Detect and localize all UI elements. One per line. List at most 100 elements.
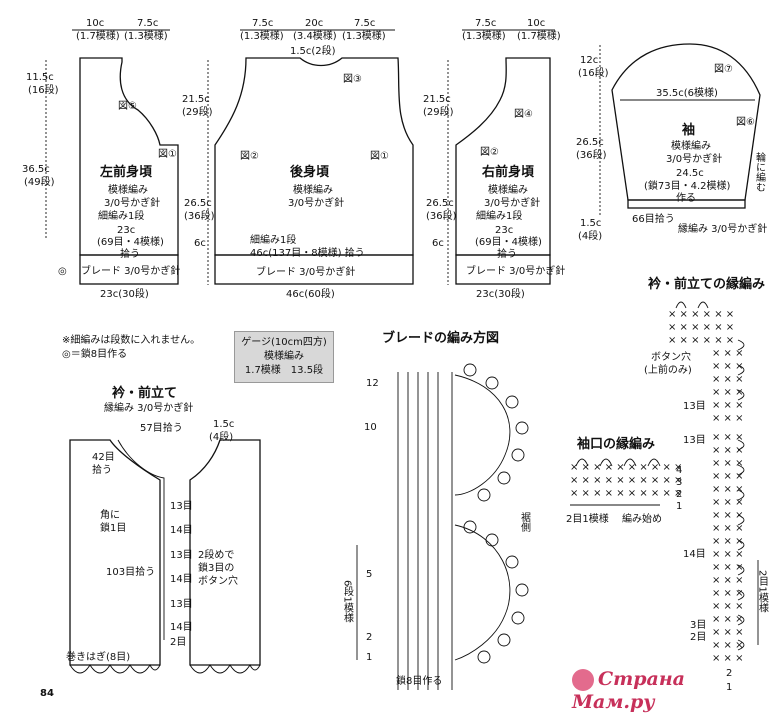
svg-text:× × ×: × × × [712,400,744,411]
svg-text:× × ×: × × × [712,348,744,359]
collar-chart-btn2: (上前のみ) [644,363,692,376]
gauge-l2: 1.7模様 13.5段 [244,365,324,376]
bk-neck: 1.5c(2段) [290,44,336,57]
bk-h3: 6c [194,238,206,249]
bk-w2: 20c [305,18,323,29]
svg-text:× × × × × × × × × ×: × × × × × × × × × × [570,462,682,473]
sl-h2b: (36段) [576,148,607,161]
svg-text:× × ×: × × × [712,374,744,385]
collar-chart-row-1: 1 [726,682,732,693]
lf-w1: 10c [86,18,104,29]
rf-h1b: (29段) [423,105,454,118]
collar-side1: 42目 [92,452,115,463]
collar-row-3: 14目 [170,574,193,585]
collar-row-1: 14目 [170,525,193,536]
collar-chart-title: 衿・前立ての縁編み [648,276,765,292]
cuff-row-2: 2 [676,489,682,500]
svg-text:× × ×: × × × [712,497,744,508]
collar-side1b: 拾う [92,463,112,476]
lf-h1: 11.5c [26,72,54,83]
bk-w1b: (1.3模様) [240,29,284,42]
bk-w1: 7.5c [252,18,273,29]
bk-bottom: 46c(60段) [286,287,335,300]
lf-w2: 7.5c [137,18,158,29]
gauge-box: ゲージ(10cm四方) 模様編み 1.7模様 13.5段 [234,331,334,383]
collar-scallop-right [189,664,261,674]
rf-title: 右前身頃 [481,164,535,180]
svg-text:× × ×: × × × [712,536,744,547]
svg-text:× × ×: × × × [712,614,744,625]
sleeve-outline [611,43,761,201]
braid-row-1: 1 [366,652,372,663]
rf-c3: 拾う [497,247,517,260]
svg-text:× × ×: × × × [712,549,744,560]
rf-w1b: (1.3模様) [462,29,506,42]
rf-w2b: (1.7模様) [517,29,561,42]
svg-text:× × × × × ×: × × × × × × [668,322,734,333]
collar-chart-row-2: 2 [726,668,732,679]
collar-chart-count-1: 13目 [683,435,706,446]
bk-l1: 模様編み [293,183,333,196]
rf-bottom: 23c(30段) [476,287,525,300]
rf-h2: 26.5c [426,198,454,209]
collar-chart-count-0: 13目 [683,401,706,412]
braid-hem-label: 裾側 [519,511,531,532]
collar-row-5: 14目 [170,622,193,633]
gauge-l1: 模様編み [264,351,304,362]
rf-w2: 10c [527,18,545,29]
collar-body-outline-right [189,439,261,666]
braid-row-12: 12 [366,378,379,389]
collar-chart-count-4: 2目 [690,632,706,643]
rf-fig4: 図④ [514,108,533,120]
svg-text:× × ×: × × × [712,387,744,398]
collar-chart-count-3: 3目 [690,620,706,631]
bk-l2: 3/0号かぎ針 [288,196,344,209]
svg-text:× × × × × ×: × × × × × × [668,309,734,320]
lf-w1b: (1.7模様) [76,29,120,42]
collar-panel: 衿・前立て 縁編み 3/0号かぎ針 57目拾う 1.5c (4段) 42目 拾う… [66,385,261,674]
collar-top: 57目拾う [140,421,183,434]
rf-l3: 細編み1段 [476,209,522,222]
braid-title: ブレードの編み方図 [382,330,499,346]
collar-long: 103目拾う [106,565,155,578]
lf-l2: 3/0号かぎ針 [104,196,160,209]
right-front-panel: 7.5c (1.3模様) 10c (1.7模様) 21.5c (29段) 26.… [423,18,565,300]
collar-title: 衿・前立て [112,385,177,401]
rf-fig2: 図② [480,146,499,158]
right-front-outline [455,57,551,256]
sl-h3: 1.5c [580,218,601,229]
collar-row-4: 13目 [170,599,193,610]
sl-w2: 24.5c [676,168,704,179]
rf-c2: (69目・4模様) [475,235,542,248]
braid-fan-top [454,374,511,496]
svg-text:× × × × × ×: × × × × × × [668,335,734,346]
sl-w1: 35.5c(6模様) [656,86,718,99]
sl-w2b: (鎖73目・4.2模様) [644,179,731,192]
sl-l1: 模様編み [671,139,711,152]
collar-toprb: (4段) [209,430,233,443]
collar-chart-btn1: ボタン穴 [651,350,691,363]
sl-title: 袖 [682,122,695,138]
bk-h1b: (29段) [182,105,213,118]
cuff-repeat: 2目1模様 [566,512,609,525]
lf-title: 左前身頃 [100,164,153,180]
lf-fig5: 図⑤ [118,100,137,112]
cuff-row-4: 4 [676,465,682,476]
sl-h1b: (16段) [578,66,609,79]
collar-band [117,439,165,640]
bk-pick1: 細編み1段 [250,233,296,246]
watermark-logo-icon [572,669,594,691]
sleeve-panel: 12c (16段) 26.5c (36段) 1.5c (4段) 図⑦ 35.5c… [576,43,767,242]
sl-h2: 26.5c [576,137,604,148]
cuff-stitches: × × × × × × × × × × × × × × × × × × × × … [570,462,682,499]
svg-text:× × ×: × × × [712,588,744,599]
svg-text:× × ×: × × × [712,562,744,573]
braid-fan-bottom [454,524,511,661]
left-front-outline [79,57,179,256]
sleeve-cuff [627,199,746,209]
braid-chart: ブレードの編み方図 12 10 5 2 1 裾側 6段1模様 鎖8目作る [342,330,531,690]
cuff-start: 編み始め [622,512,662,525]
lf-c1: 23c [117,225,135,236]
svg-text:× × ×: × × × [712,484,744,495]
bk-fig1: 図① [370,150,389,162]
